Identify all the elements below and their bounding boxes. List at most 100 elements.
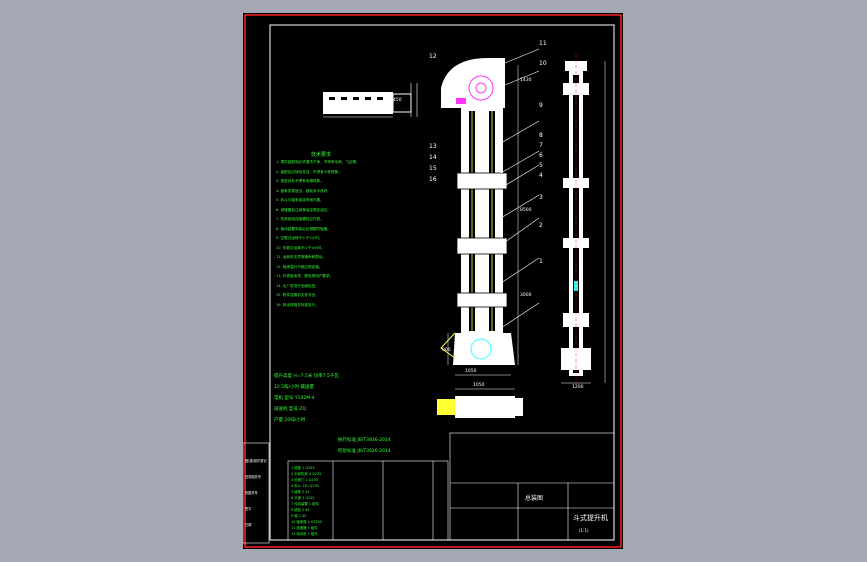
standard-line: 检验标准 JB/T3926-2014 bbox=[338, 449, 391, 454]
part-number: 12 bbox=[429, 53, 437, 60]
outer-frame bbox=[244, 14, 622, 548]
cell: 1 bbox=[307, 532, 310, 536]
spec-line: 电机 型号 Y132M-4 bbox=[274, 396, 315, 401]
cell: 7 bbox=[291, 502, 294, 506]
cell: 1 bbox=[302, 466, 305, 470]
drawing-subtitle: 总装图 bbox=[525, 495, 544, 502]
drawing-sheet[interactable]: 技术要求 1. 零件装配前必须清洗干净，不得有毛刺、飞边等。 2. 装配后应转动… bbox=[243, 13, 623, 549]
cell: Q235 bbox=[308, 478, 318, 482]
part-number-callouts: 11 10 9 8 7 6 5 4 3 2 1 bbox=[539, 39, 553, 267]
part-number: 7 bbox=[539, 142, 543, 149]
cell: Q235 bbox=[305, 496, 315, 500]
part-number: 2 bbox=[539, 222, 543, 229]
cell: 1 bbox=[302, 496, 305, 500]
table-row: 11 减速器 1 组件 bbox=[291, 525, 446, 531]
cell: 2 bbox=[298, 514, 301, 518]
cell: 5 bbox=[291, 490, 294, 494]
cell: 11 bbox=[291, 526, 296, 530]
cell: 1 bbox=[291, 466, 294, 470]
table-row: 10 轴承座 4 HT200 bbox=[291, 519, 446, 525]
cell: 1 bbox=[307, 526, 310, 530]
cell: Q235 bbox=[312, 472, 322, 476]
cell: 2 bbox=[291, 472, 294, 476]
part-number: 9 bbox=[539, 102, 543, 109]
part-number: 4 bbox=[539, 172, 543, 179]
part-number: 3 bbox=[539, 194, 543, 201]
cell: 组件 bbox=[310, 526, 318, 530]
drawing-canvas bbox=[243, 14, 622, 548]
cell: 轴承座 bbox=[296, 520, 307, 524]
table-row: 8 链轮 2 45 bbox=[291, 507, 446, 513]
parts-list: 1 底座 1 Q235 2 中间机壳 4 Q235 3 检修门 1 Q235 4… bbox=[291, 465, 446, 537]
dimension-label: 8500 bbox=[520, 208, 532, 213]
cell: 120 bbox=[302, 484, 309, 488]
note-line: 14. 出厂前进行全面检查。 bbox=[276, 283, 319, 288]
cell: 12 bbox=[291, 532, 296, 536]
cell: 4 bbox=[307, 520, 310, 524]
note-line: 10. 负载试运转不少于4小时。 bbox=[276, 245, 325, 250]
standard-line: 执行标准 JB/T3926-2014 bbox=[338, 438, 391, 443]
dimension-label: 1050 bbox=[473, 383, 485, 388]
cell: 2 bbox=[302, 490, 305, 494]
cell: 45 bbox=[301, 514, 307, 518]
cell: 头部 bbox=[294, 496, 302, 500]
cell: 45 bbox=[305, 508, 310, 512]
cell: Q235 bbox=[305, 466, 315, 470]
note-line: 6. 减速器加注润滑油至规定油位。 bbox=[276, 207, 331, 212]
notes-heading: 技术要求 bbox=[311, 152, 332, 158]
detail-view-bottom bbox=[437, 388, 523, 418]
cell: 1 bbox=[308, 502, 312, 506]
cell: 减速器 bbox=[296, 526, 307, 530]
cell: 6 bbox=[291, 496, 294, 500]
cell: 检修门 bbox=[294, 478, 305, 482]
detail-view-top bbox=[323, 83, 418, 118]
dimension-label: 900 bbox=[442, 348, 451, 353]
part-number: 15 bbox=[429, 165, 437, 172]
cell: 8 bbox=[291, 508, 294, 512]
note-line: 3. 各密封处不得有渗漏现象。 bbox=[276, 179, 324, 183]
table-row: 5 链条 2 45 bbox=[291, 489, 446, 495]
cell: 轴 bbox=[294, 514, 298, 518]
part-number: 16 bbox=[429, 176, 437, 183]
cell: 中间机壳 bbox=[294, 472, 308, 476]
strip-label: 底图总号 bbox=[245, 491, 258, 495]
cell: 电动机 bbox=[296, 532, 307, 536]
note-line: 16. 其余按相关标准执行。 bbox=[276, 302, 319, 307]
note-line: 12. 轴承温升不超过规定值。 bbox=[276, 264, 323, 269]
note-line: 13. 外表面涂漆，颜色按用户要求。 bbox=[276, 274, 334, 278]
table-row: 9 轴 2 45 bbox=[291, 513, 446, 519]
spec-list: 提升高度 H=7.5米 功率7.5千瓦 12.5吨/小时 输送量 电机 型号 Y… bbox=[274, 371, 424, 426]
part-number: 8 bbox=[539, 132, 543, 139]
cell: 3 bbox=[291, 478, 294, 482]
cell: 10 bbox=[291, 520, 296, 524]
table-row: 2 中间机壳 4 Q235 bbox=[291, 471, 446, 477]
spec-line: 产量:20吨/小时 bbox=[274, 418, 306, 423]
part-number: 6 bbox=[539, 152, 543, 159]
strip-label: 借(通)用件登记 bbox=[245, 459, 267, 463]
notes-list: 1. 零件装配前必须清洗干净，不得有毛刺、飞边等。 2. 装配后应转动灵活，不得… bbox=[276, 158, 421, 310]
cell: 组件 bbox=[310, 532, 318, 536]
cell: 链条 bbox=[294, 490, 302, 494]
cell: HT200 bbox=[310, 520, 322, 524]
part-number: 1 bbox=[539, 258, 543, 265]
table-row: 6 头部 1 Q235 bbox=[291, 495, 446, 501]
cell: 组件 bbox=[312, 502, 319, 506]
cell: 传动装置 bbox=[294, 502, 308, 506]
part-number: 14 bbox=[429, 154, 437, 161]
note-line: 5. 料斗与链条连接牢固可靠。 bbox=[276, 198, 324, 202]
table-row: 3 检修门 1 Q235 bbox=[291, 477, 446, 483]
cell: 4 bbox=[308, 472, 312, 476]
part-number-stack: 13 14 15 16 bbox=[429, 141, 437, 185]
part-number: 10 bbox=[539, 60, 547, 67]
cell: 链轮 bbox=[294, 508, 302, 512]
note-line: 7. 机壳各段连接螺栓应拧紧。 bbox=[276, 217, 324, 221]
sheet-scale: (1:1) bbox=[579, 528, 589, 533]
note-line: 11. 运转时无异常噪声和振动。 bbox=[276, 255, 326, 259]
table-row: 12 电动机 1 组件 bbox=[291, 531, 446, 537]
elevator-side-view bbox=[561, 53, 606, 385]
cell: Q235 bbox=[309, 484, 319, 488]
table-row: 1 底座 1 Q235 bbox=[291, 465, 446, 471]
cell: 料斗 bbox=[294, 484, 302, 488]
standard-list: 执行标准 JB/T3926-2014 检验标准 JB/T3926-2014 bbox=[338, 435, 391, 457]
